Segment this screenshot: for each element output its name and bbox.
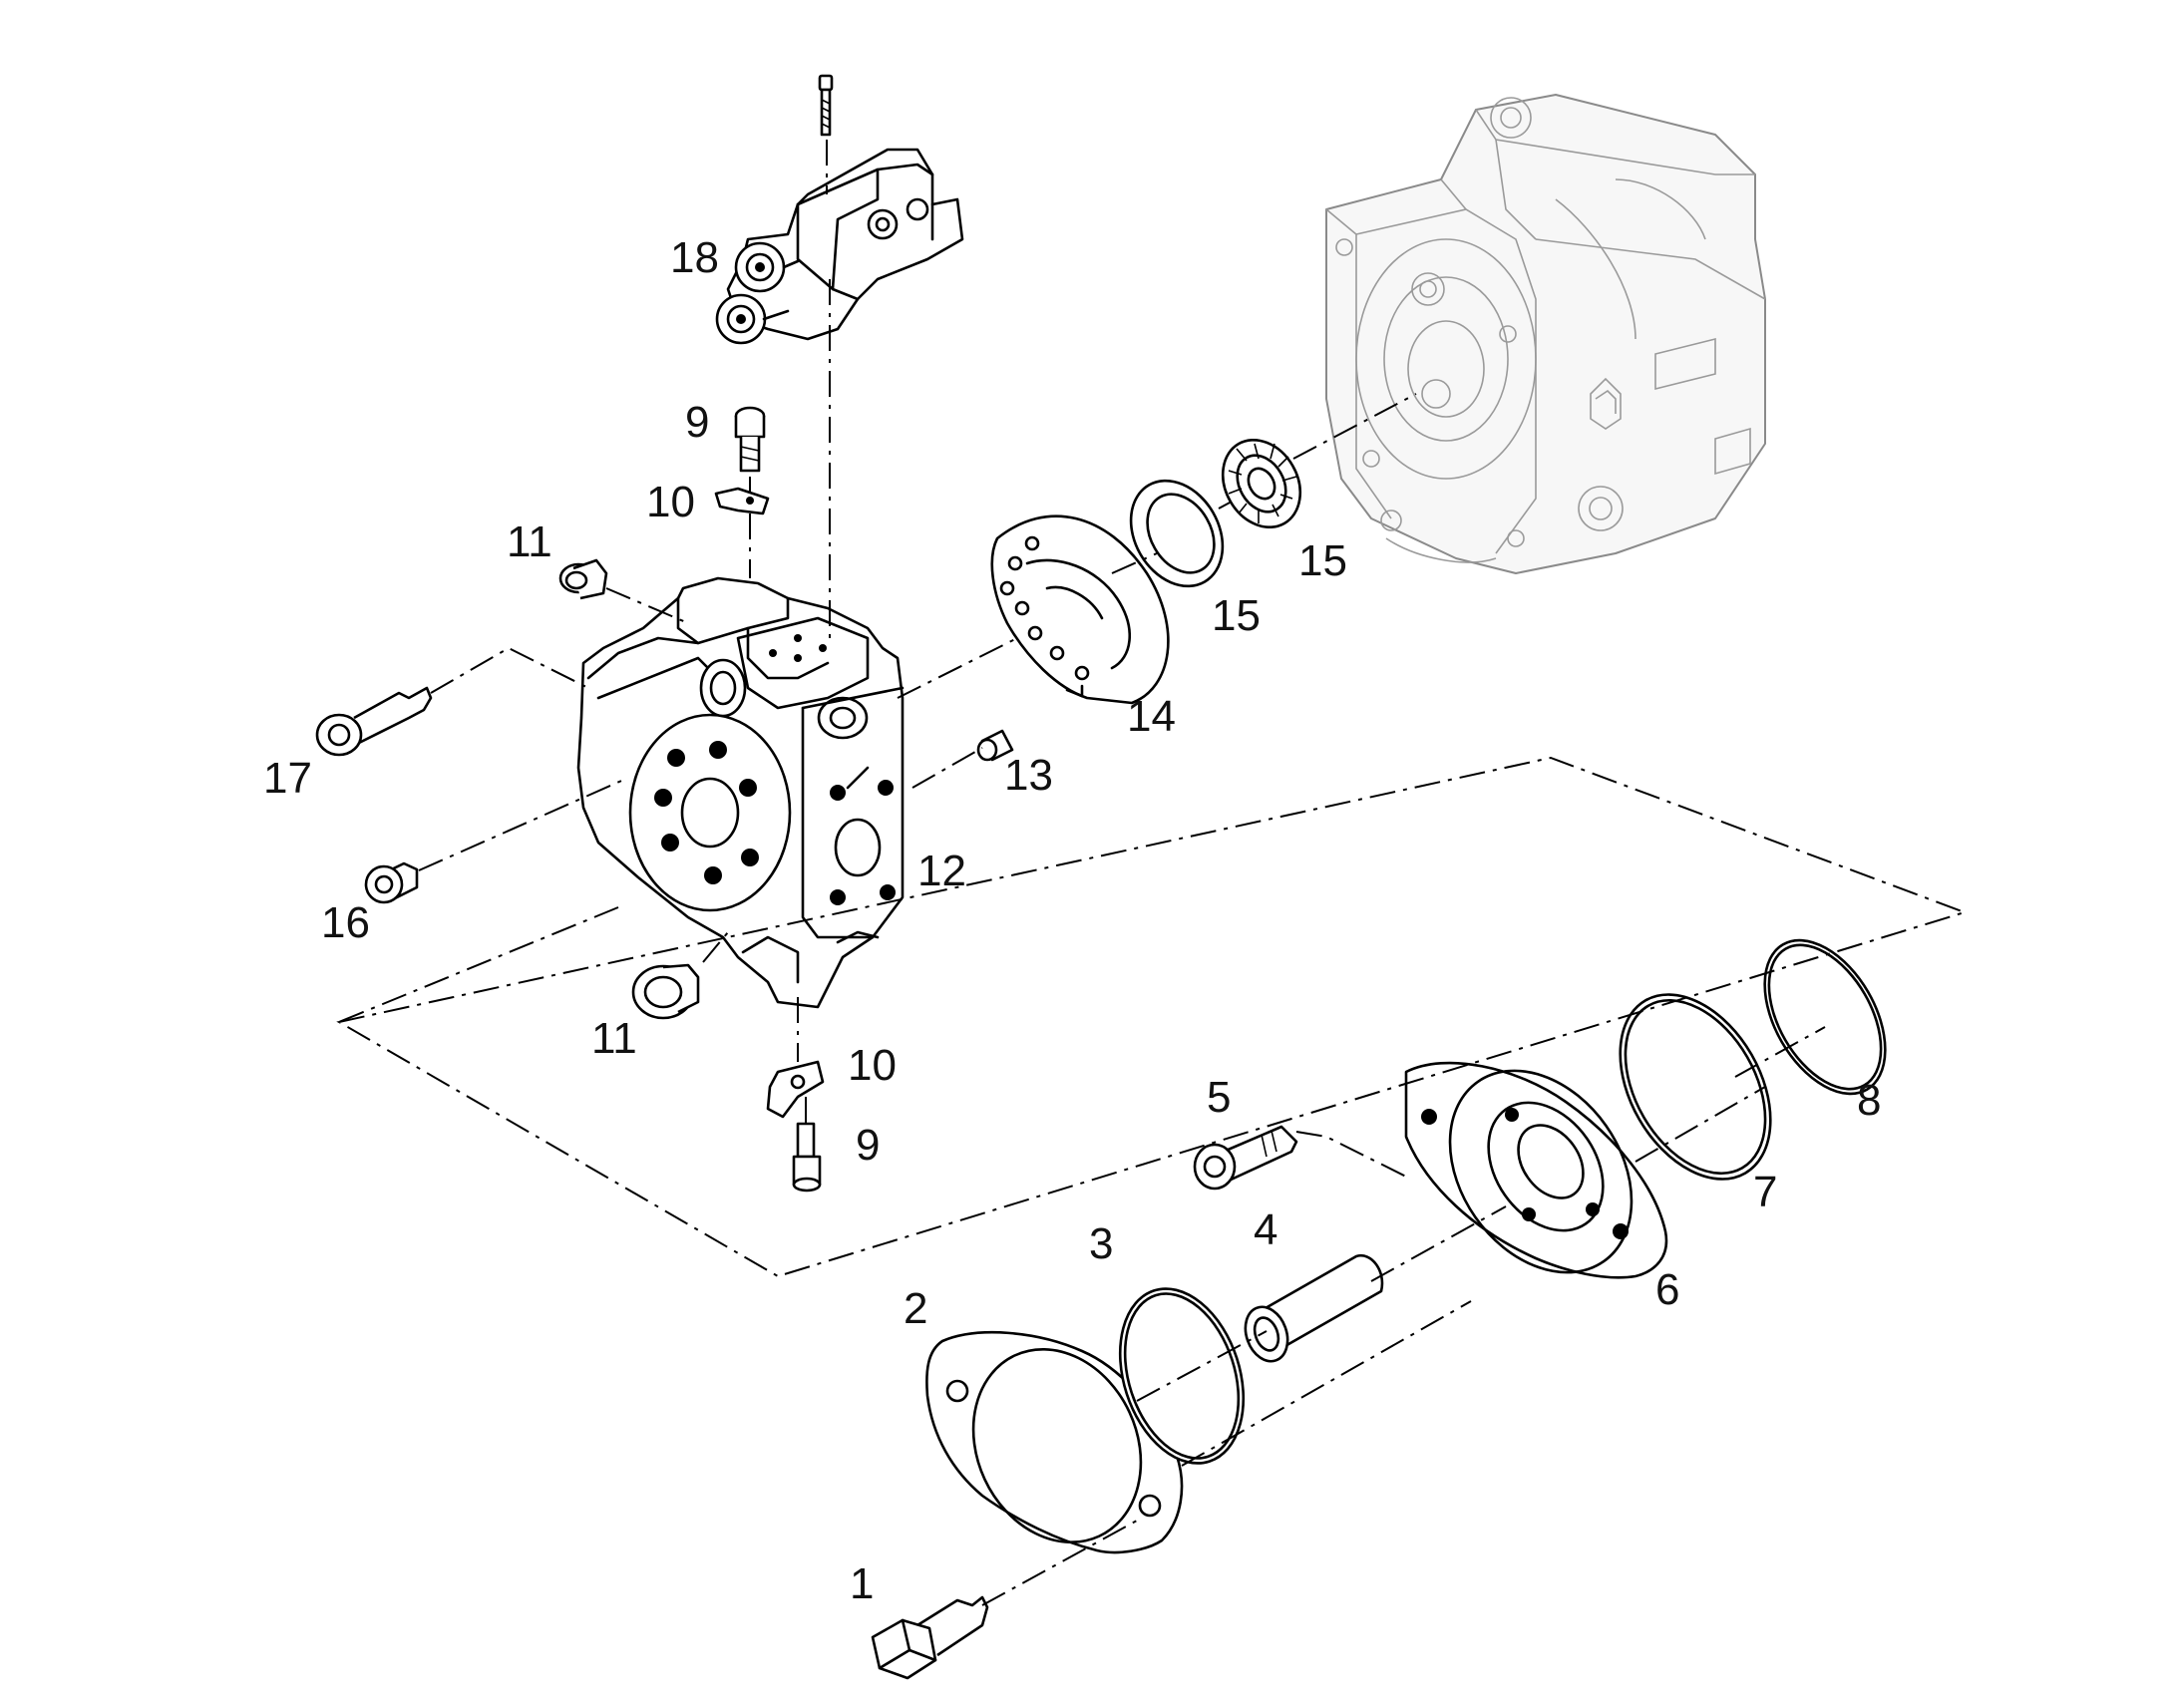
callout-16: 16	[321, 898, 370, 947]
pin-part-13	[976, 729, 1014, 762]
screw-part-9-lower	[792, 1122, 822, 1193]
flange-gasket-part-2	[925, 1330, 1184, 1554]
callout-15-lower: 15	[1212, 591, 1261, 640]
port-plate-housing-part-12	[576, 576, 905, 1009]
pump-housing-ghost	[1325, 94, 1766, 574]
callout-8: 8	[1857, 1076, 1881, 1125]
callout-6: 6	[1655, 1265, 1679, 1314]
callout-13: 13	[1004, 751, 1053, 800]
callout-3: 3	[1089, 1219, 1113, 1268]
callout-11-lower: 11	[591, 1014, 637, 1063]
lock-washer-part-10-lower	[766, 1060, 825, 1119]
seal-ring-part-7	[1619, 993, 1772, 1181]
valve-screw	[818, 74, 834, 137]
callout-12: 12	[917, 847, 966, 895]
callout-9-upper: 9	[685, 398, 709, 447]
assembly-centerlines	[336, 140, 1969, 1606]
screw-part-9-upper	[734, 406, 766, 473]
bolt-part-17	[315, 686, 433, 757]
screw-part-5	[1193, 1125, 1298, 1191]
control-plate-part-14	[990, 514, 1170, 705]
callout-4: 4	[1254, 1205, 1277, 1254]
needle-bushing-part-4	[1244, 1253, 1384, 1363]
callout-5: 5	[1207, 1073, 1231, 1122]
control-valve-part-18	[715, 148, 964, 345]
bearing-cup-part-15	[1129, 479, 1225, 588]
callout-10-lower: 10	[848, 1041, 897, 1090]
plug-part-16	[364, 861, 419, 904]
callout-10-upper: 10	[646, 478, 695, 526]
callout-11-upper: 11	[507, 517, 552, 566]
lock-washer-part-10-upper	[714, 487, 770, 515]
callout-15-upper: 15	[1298, 536, 1347, 585]
callout-9-lower: 9	[856, 1121, 880, 1170]
callout-14: 14	[1127, 692, 1176, 741]
callout-18: 18	[670, 233, 719, 282]
plug-part-11-lower	[631, 963, 700, 1020]
callout-1: 1	[850, 1559, 874, 1608]
callout-labels: 1 2 3 4 5 6 7 8 9 9 10 10 11 11 12 13 14…	[263, 233, 1881, 1608]
seal-ring-part-8	[1763, 938, 1887, 1096]
callout-7: 7	[1753, 1168, 1777, 1216]
end-cover-part-6	[1404, 1061, 1668, 1279]
callout-2: 2	[904, 1284, 927, 1333]
plug-part-11-upper	[558, 558, 608, 600]
roller-bearing-part-15	[1221, 438, 1302, 529]
callout-17: 17	[263, 754, 312, 803]
hex-bolt-part-1	[871, 1595, 989, 1680]
